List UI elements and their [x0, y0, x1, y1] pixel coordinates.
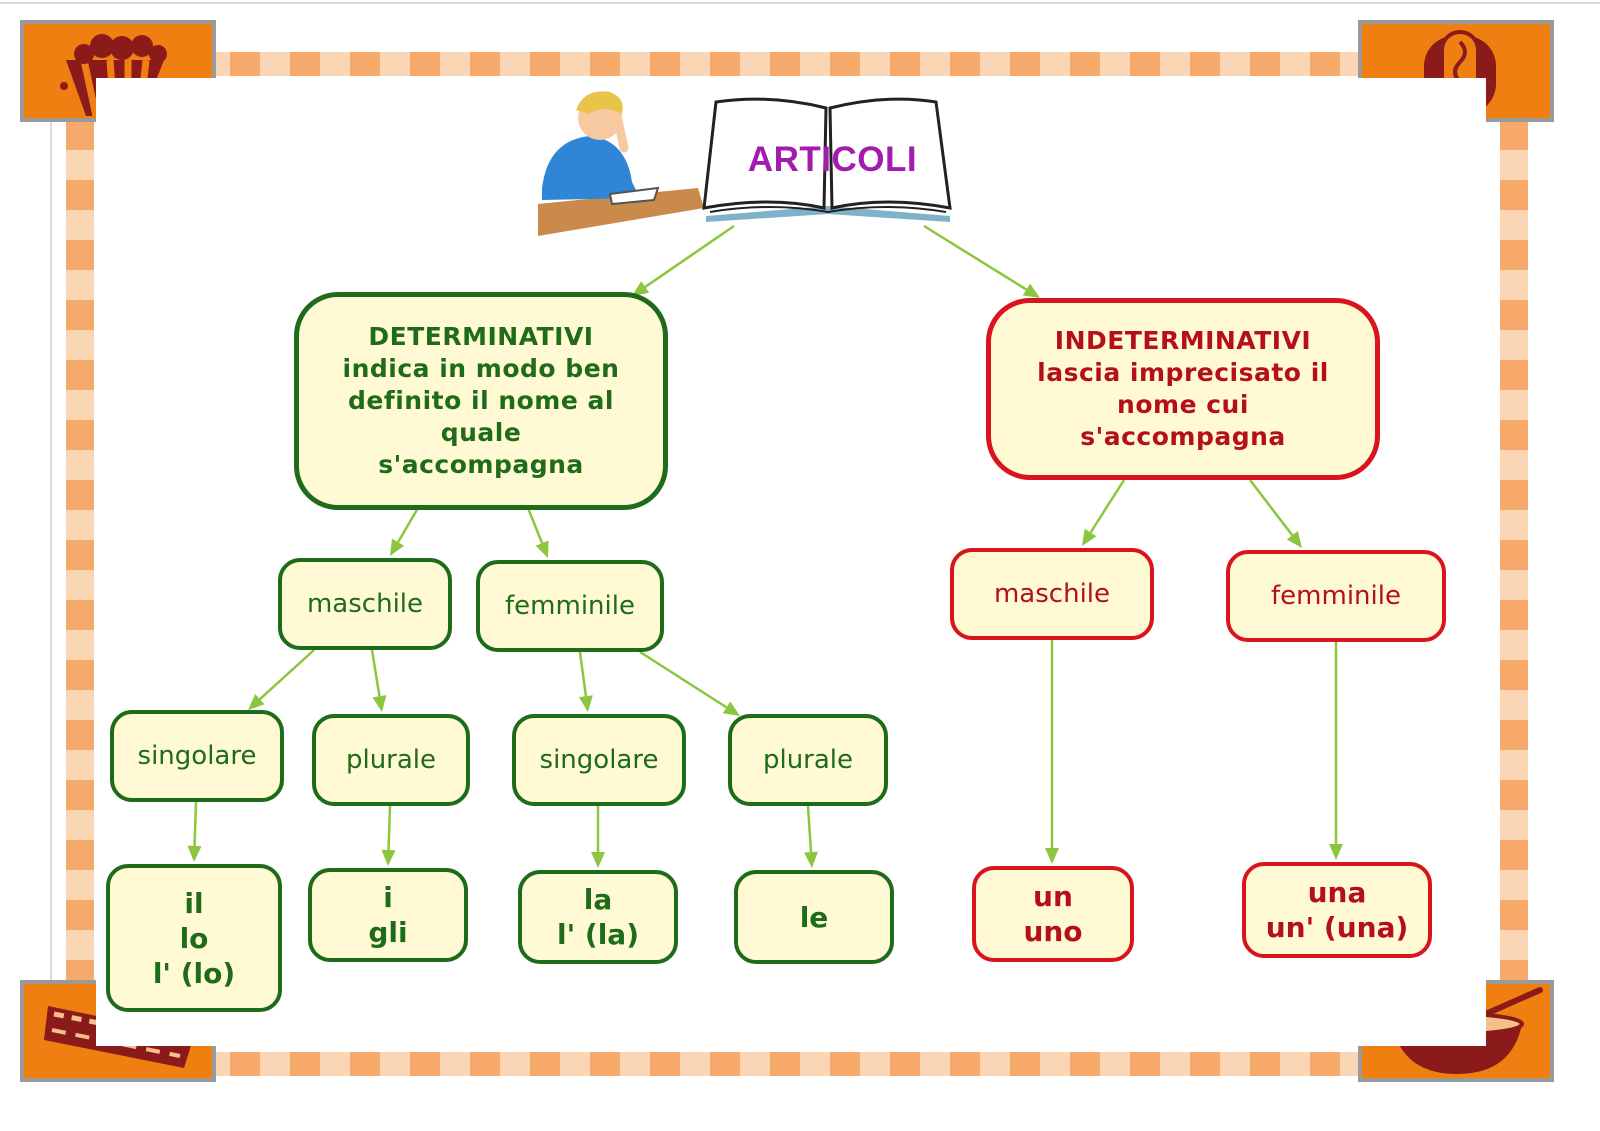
det-femminile-label: femminile	[505, 591, 635, 621]
det-femminile-plurale-box: plurale	[728, 714, 888, 806]
arrow-ind-femminile-to-articles	[1329, 642, 1343, 860]
arrow-det-maschile-plurale-to-articles	[381, 805, 396, 866]
determinativi-description-line-4: s'accompagna	[378, 450, 584, 479]
determinativi-box: DETERMINATIVI indica in modo ben definit…	[294, 292, 668, 510]
det-femminile-box: femminile	[476, 560, 664, 652]
arrow-det-femminile-to-singolare	[578, 651, 593, 712]
frame-left-border	[66, 60, 94, 1071]
arrow-det-maschile-singolare-to-articles	[187, 801, 202, 862]
det-femminile-singolare-box: singolare	[512, 714, 686, 806]
article-l-lo: l' (lo)	[152, 956, 236, 990]
article-un: un	[1033, 880, 1073, 913]
article-un-una: un' (una)	[1265, 911, 1409, 944]
arrow-title-to-determinativi	[632, 224, 735, 296]
det-maschile-singolare-label: singolare	[137, 741, 257, 771]
arrow-det-to-maschile	[390, 507, 420, 556]
ind-maschile-articles: un uno	[972, 866, 1134, 962]
det-maschile-plurale-articles: i gli	[308, 868, 468, 962]
arrow-title-to-indeterminativi	[923, 224, 1040, 298]
ind-maschile-label: maschile	[993, 579, 1111, 609]
det-maschile-label: maschile	[306, 589, 424, 619]
ind-femminile-articles: una un' (una)	[1242, 862, 1432, 958]
diagram-title: ARTICOLI	[747, 140, 918, 179]
arrow-det-maschile-to-plurale	[370, 649, 387, 712]
determinativi-description-line-3: quale	[440, 418, 522, 447]
article-il: il	[184, 886, 204, 920]
arrow-det-femminile-to-plurale	[639, 650, 740, 716]
ind-femminile-label: femminile	[1271, 581, 1401, 611]
article-le: le	[799, 900, 829, 934]
arrow-ind-to-maschile	[1082, 479, 1126, 546]
article-la: la	[583, 883, 613, 916]
frame-bottom-border	[50, 1052, 1550, 1076]
frame-rail-top	[0, 2, 1600, 4]
open-book-icon	[702, 97, 952, 222]
indeterminativi-description-line-1: lascia imprecisato il	[1037, 358, 1329, 387]
indeterminativi-description-line-3: s'accompagna	[1080, 422, 1286, 451]
indeterminativi-description-line-2: nome cui	[1117, 390, 1249, 419]
arrow-ind-to-femminile	[1249, 479, 1302, 548]
det-femminile-singolare-articles: la l' (la)	[518, 870, 678, 964]
article-l-la: l' (la)	[556, 918, 639, 951]
arrow-det-femminile-plurale-to-articles	[803, 805, 818, 868]
arrow-det-to-femminile	[526, 507, 549, 558]
indeterminativi-heading: INDETERMINATIVI	[1054, 326, 1312, 355]
determinativi-description-line-1: indica in modo ben	[342, 354, 620, 383]
det-maschile-box: maschile	[278, 558, 452, 650]
article-uno: uno	[1023, 915, 1083, 948]
det-maschile-singolare-box: singolare	[110, 710, 284, 802]
ind-maschile-box: maschile	[950, 548, 1154, 640]
article-una: una	[1307, 876, 1367, 909]
reading-boy-icon	[538, 91, 704, 236]
ind-femminile-box: femminile	[1226, 550, 1446, 642]
det-femminile-plurale-articles: le	[734, 870, 894, 964]
arrow-det-maschile-to-singolare	[248, 649, 315, 710]
det-maschile-plurale-label: plurale	[345, 745, 437, 775]
determinativi-heading: DETERMINATIVI	[368, 322, 594, 351]
article-gli: gli	[368, 916, 408, 949]
frame-rail-left	[50, 120, 52, 980]
det-maschile-plurale-box: plurale	[312, 714, 470, 806]
det-femminile-plurale-label: plurale	[762, 745, 854, 775]
article-lo: lo	[179, 921, 209, 955]
arrow-ind-maschile-to-articles	[1045, 640, 1059, 864]
indeterminativi-box: INDETERMINATIVI lascia imprecisato il no…	[986, 298, 1380, 480]
frame-right-border	[1500, 60, 1528, 1071]
arrow-det-femminile-singolare-to-articles	[591, 806, 605, 868]
det-femminile-singolare-label: singolare	[539, 745, 659, 775]
det-maschile-singolare-articles: il lo l' (lo)	[106, 864, 282, 1012]
determinativi-description-line-2: definito il nome al	[348, 386, 614, 415]
article-i: i	[383, 881, 393, 914]
frame-top-border	[50, 52, 1550, 76]
